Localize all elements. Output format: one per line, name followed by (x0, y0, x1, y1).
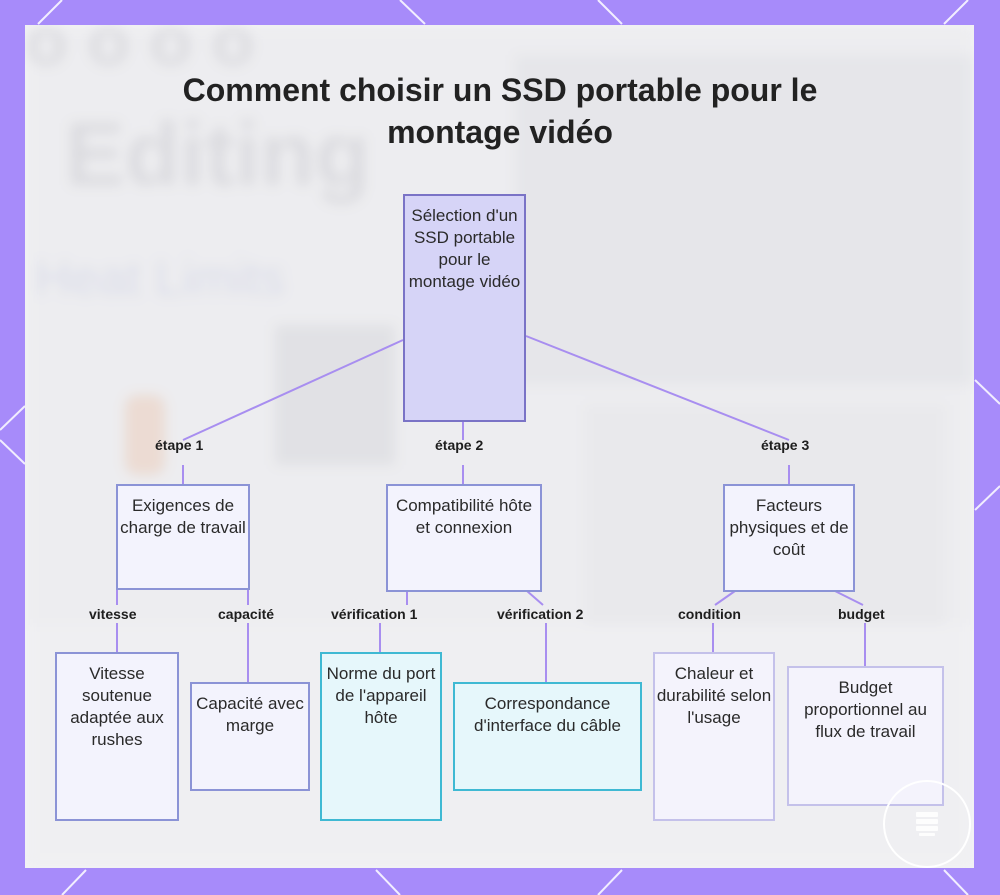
document-stack-icon (916, 812, 938, 836)
connector-cat2-leaf4 (526, 590, 544, 606)
svg-text:Editing: Editing (65, 105, 370, 205)
edge-label-check-1: vérification 1 (331, 606, 418, 622)
leaf-node-sustained-speed: Vitesse soutenue adaptée aux rushes (55, 652, 179, 821)
leaf-node-cable-interface: Correspondance d'interface du câble (453, 682, 642, 791)
leaf-node-heat-durability: Chaleur et durabilité selon l'usage (653, 652, 775, 821)
edge-label-step-3: étape 3 (761, 437, 810, 453)
category-node-compatibility: Compatibilité hôte et connexion (386, 484, 542, 592)
leaf-label: Vitesse soutenue adaptée aux rushes (70, 664, 164, 749)
connector-root-cat3 (525, 335, 790, 441)
leaf-label: Norme du port de l'appareil hôte (326, 664, 436, 727)
leaf-label: Correspondance d'interface du câble (474, 694, 621, 735)
diagram-panel: Editing o o o o Heat Limits Comment choi… (25, 25, 974, 868)
root-node-label: Sélection d'un SSD portable pour le mont… (408, 206, 521, 291)
edge-label-step-1: étape 1 (155, 437, 204, 453)
connector-lines (116, 335, 866, 682)
leaf-label: Capacité avec marge (196, 694, 304, 735)
edge-label-speed: vitesse (89, 606, 137, 622)
connector-cat3-leaf5 (714, 590, 736, 606)
category-node-physical-cost: Facteurs physiques et de coût (723, 484, 855, 592)
edge-label-capacity: capacité (218, 606, 275, 622)
category-label: Compatibilité hôte et connexion (395, 496, 533, 537)
connector-root-cat1 (182, 339, 404, 441)
connector-cat3-leaf6 (834, 590, 864, 606)
leaf-node-host-port: Norme du port de l'appareil hôte (320, 652, 442, 821)
category-node-workload: Exigences de charge de travail (116, 484, 250, 590)
edge-label-step-2: étape 2 (435, 437, 484, 453)
logo-badge (883, 780, 971, 868)
leaf-node-capacity: Capacité avec marge (190, 682, 310, 791)
category-label: Exigences de charge de travail (120, 496, 246, 537)
edge-label-condition: condition (678, 606, 741, 622)
svg-text:Heat Limits: Heat Limits (35, 250, 285, 306)
svg-text:o o o o: o o o o (25, 25, 254, 80)
leaf-label: Chaleur et durabilité selon l'usage (656, 664, 772, 727)
root-node: Sélection d'un SSD portable pour le mont… (403, 194, 526, 422)
category-label: Facteurs physiques et de coût (729, 496, 849, 559)
edge-label-check-2: vérification 2 (497, 606, 584, 622)
diagram-title: Comment choisir un SSD portable pour le … (182, 72, 818, 150)
leaf-label: Budget proportionnel au flux de travail (804, 678, 927, 741)
edge-label-budget: budget (838, 606, 885, 622)
